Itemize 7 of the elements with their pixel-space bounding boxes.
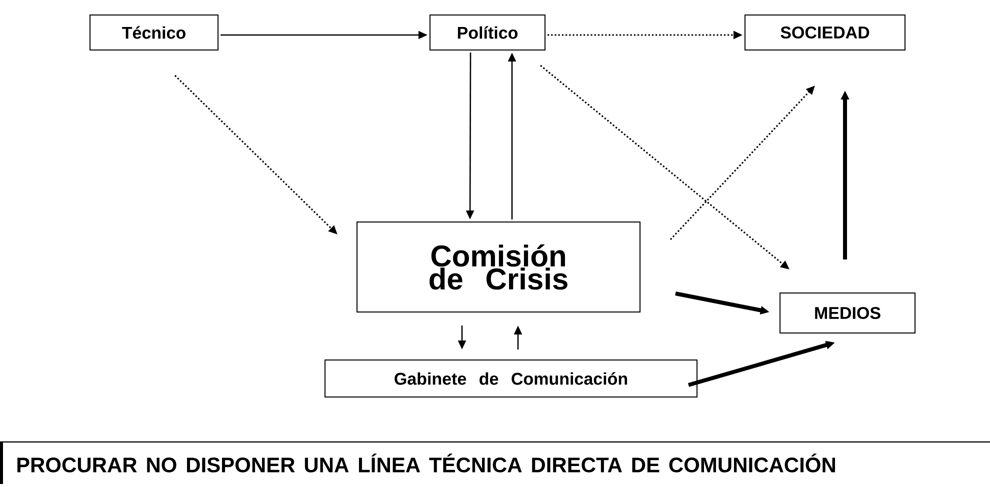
banner: PROCURAR NO DISPONER UNA LÍNEA TÉCNICA DIRECTA DE COMUNICACIÓN (0, 441, 990, 484)
text-box: SOCIEDAD (744, 14, 906, 50)
text-box: MEDIOS (780, 292, 916, 334)
text-box: Político (430, 14, 546, 50)
text-box: Comisión de Crisis (356, 222, 640, 312)
text-box: Gabinete de Comunicación (324, 360, 698, 398)
text-box: Técnico (90, 14, 218, 50)
